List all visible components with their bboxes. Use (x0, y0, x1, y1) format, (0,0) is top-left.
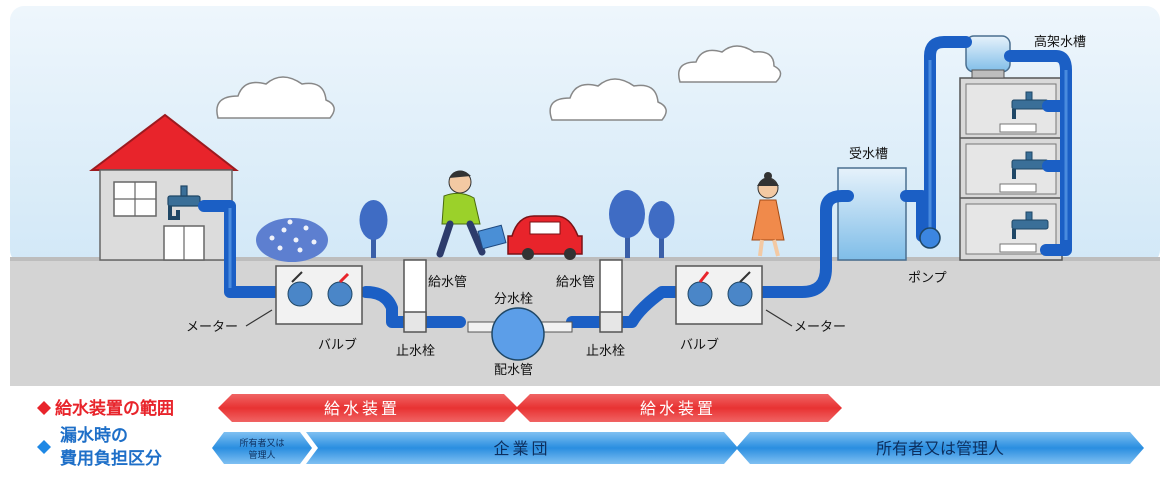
cost-seg-owner-small (212, 432, 312, 464)
legend-row-cost-burden: 漏水時の 費用負担区分 所有者又は 管理人 企業団 所有者又は管理人 (37, 425, 1144, 469)
road-section (403, 259, 623, 333)
distribution-pipe-label: 配水管 (494, 363, 533, 378)
legend-row2-title-line2: 費用負担区分 (60, 448, 162, 469)
cost-seg-owner-large (736, 432, 1144, 464)
supply-range-bar-left-label: 給水装置 (324, 399, 400, 418)
meter-box-right (675, 265, 763, 325)
diagram-labels: 高架水槽 受水槽 ポンプ 給水管 給水管 分水栓 配水管 メーター メーター バ… (186, 34, 1086, 378)
cost-seg-agency (306, 432, 738, 464)
ground-surface-line (10, 257, 1160, 261)
girl-figure (751, 172, 785, 257)
legend-row2-title-line1: 漏水時の (60, 425, 128, 446)
elevated-tank-label: 高架水槽 (1034, 34, 1086, 50)
cost-seg-owner-large-label: 所有者又は管理人 (876, 439, 1004, 458)
meter-box-left (275, 265, 363, 325)
supply-range-bar-left (218, 394, 518, 422)
pump-label: ポンプ (908, 271, 947, 286)
meter-right-label: メーター (794, 320, 846, 335)
legend-row-supply-range: 給水装置の範囲 給水装置 給水装置 (37, 394, 842, 422)
receiving-tank (837, 167, 907, 261)
pipe-network (198, 36, 1072, 328)
receiving-tank-label: 受水槽 (849, 147, 888, 162)
branch-tap-label: 分水栓 (494, 292, 533, 307)
leader-lines (245, 309, 793, 327)
tree-icon (609, 190, 645, 258)
tree-icon (648, 201, 675, 258)
legend-row1-title: 給水装置の範囲 (55, 398, 174, 419)
stop-valve-right-label: 止水栓 (586, 344, 625, 359)
building (959, 77, 1063, 261)
faucet-icon (1011, 211, 1049, 239)
red-diamond-icon (37, 401, 51, 415)
supply-range-bar-right-label: 給水装置 (640, 399, 716, 418)
valve-left-label: バルブ (318, 337, 357, 353)
house (89, 113, 239, 261)
bush (256, 218, 328, 262)
valve-right-label: バルブ (680, 337, 719, 353)
blue-diamond-icon (37, 440, 51, 454)
tree-icon (359, 200, 388, 258)
cost-seg-owner-small-line1: 所有者又は (239, 437, 284, 449)
cloud-icon (216, 76, 335, 119)
cost-seg-owner-small-line2: 管理人 (248, 449, 275, 461)
cost-seg-agency-label: 企業団 (493, 439, 550, 458)
pipe-highlight (228, 60, 1068, 288)
meter-left-label: メーター (186, 320, 238, 335)
cloud-icon (678, 45, 782, 83)
elevated-tank (965, 35, 1011, 79)
supply-pipe-left-label: 給水管 (428, 275, 467, 290)
man-figure (436, 170, 507, 258)
supply-pipe-right-label: 給水管 (556, 275, 595, 290)
faucet-icon (167, 185, 201, 220)
supply-range-bar-right (516, 394, 842, 422)
car-icon (507, 215, 583, 260)
cloud-icon (549, 78, 667, 121)
distribution-main (467, 307, 573, 361)
pump-icon (919, 227, 941, 249)
stop-valve-left-label: 止水栓 (396, 344, 435, 359)
